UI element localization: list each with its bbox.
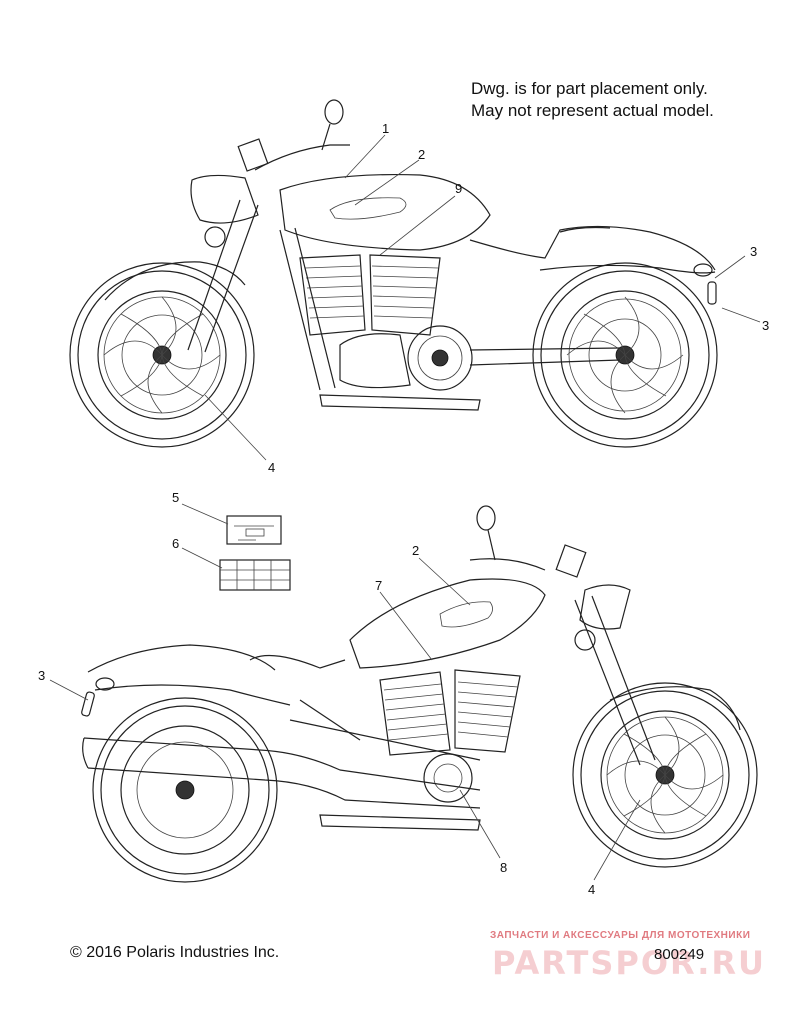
callout-top-4: 4: [268, 460, 275, 475]
bottom-engine: [319, 669, 521, 831]
callout-bottom-5: 5: [172, 490, 179, 505]
part-number: 800249: [654, 946, 705, 963]
callout-bottom-6: 6: [172, 536, 179, 551]
placement-note: Dwg. is for part placement only. May not…: [471, 78, 714, 122]
callout-bottom-4: 4: [588, 882, 595, 897]
bottom-rear-wheel: [92, 697, 278, 883]
callout-top-3a: 3: [750, 244, 757, 259]
callout-top-1: 1: [382, 121, 389, 136]
bottom-motorcycle: [81, 505, 758, 883]
callout-top-3b: 3: [762, 318, 769, 333]
placement-note-line-2: May not represent actual model.: [471, 101, 714, 120]
watermark-logo: PARTSPOR.RU: [492, 944, 767, 982]
bottom-front-wheel: [572, 682, 758, 868]
callout-top-9: 9: [455, 181, 462, 196]
placement-note-line-1: Dwg. is for part placement only.: [471, 79, 708, 98]
callout-bottom-8: 8: [500, 860, 507, 875]
watermark-tagline: ЗАПЧАСТИ И АКСЕССУАРЫ ДЛЯ МОТОТЕХНИКИ: [490, 930, 751, 941]
decal-5-label: [226, 515, 282, 545]
top-motorcycle: [69, 99, 718, 448]
leader-lines: [49, 134, 761, 881]
decal-6-label: [219, 559, 291, 591]
callout-bottom-3: 3: [38, 668, 45, 683]
top-front-wheel: [69, 262, 255, 448]
copyright-text: © 2016 Polaris Industries Inc.: [70, 944, 280, 961]
top-rear-wheel: [532, 262, 718, 448]
callout-bottom-2: 2: [412, 543, 419, 558]
callout-top-2: 2: [418, 147, 425, 162]
top-engine: [299, 254, 481, 411]
callout-numbers: 1 2 9 3 3 4 5 6 2 7 3 8 4: [38, 121, 769, 897]
callout-bottom-7: 7: [375, 578, 382, 593]
